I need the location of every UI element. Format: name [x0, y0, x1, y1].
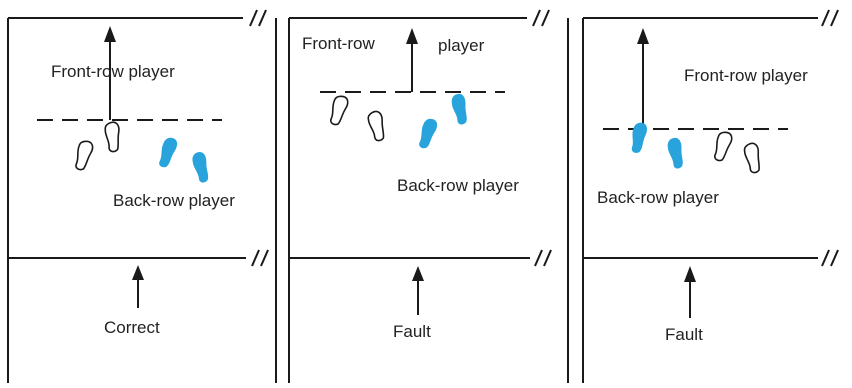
- labels: Front-row player Back-row player Correct…: [51, 34, 808, 344]
- footprints: [72, 92, 764, 184]
- panel-1-back-right-foot: [190, 150, 212, 184]
- arrows: [104, 26, 696, 318]
- panel-3-back-left-foot: [629, 121, 649, 155]
- panel-3-verdict: Fault: [665, 325, 703, 344]
- panel-2-back-row-label: Back-row player: [397, 176, 519, 195]
- panel-3-back-row-label: Back-row player: [597, 188, 719, 207]
- panel-1-front-right-foot: [103, 120, 122, 153]
- panel-3-back-right-foot: [666, 136, 687, 170]
- panel-2-front-left-foot: [327, 93, 350, 128]
- dashed-lines: [37, 91, 788, 130]
- panel-3-front-right-foot: [742, 141, 764, 175]
- panel-3-front-left-foot: [711, 129, 734, 164]
- panel-1-front-row-label: Front-row player: [51, 62, 175, 81]
- panel-2-back-left-foot: [416, 116, 439, 151]
- break-marks: [249, 9, 839, 267]
- panel-2-front-row-label-part2: player: [438, 36, 485, 55]
- panel-2-front-row-label-part1: Front-row: [302, 34, 375, 53]
- panel-1-back-left-foot: [156, 135, 179, 170]
- panel-1-back-row-label: Back-row player: [113, 191, 235, 210]
- court-lines: [7, 17, 818, 383]
- panel-2-back-right-foot: [450, 92, 471, 126]
- panel-3-front-row-label: Front-row player: [684, 66, 808, 85]
- panel-1-verdict: Correct: [104, 318, 160, 337]
- panel-2-verdict: Fault: [393, 322, 431, 341]
- panel-1-front-left-foot: [72, 138, 95, 173]
- panel-2-front-right-foot: [365, 109, 388, 143]
